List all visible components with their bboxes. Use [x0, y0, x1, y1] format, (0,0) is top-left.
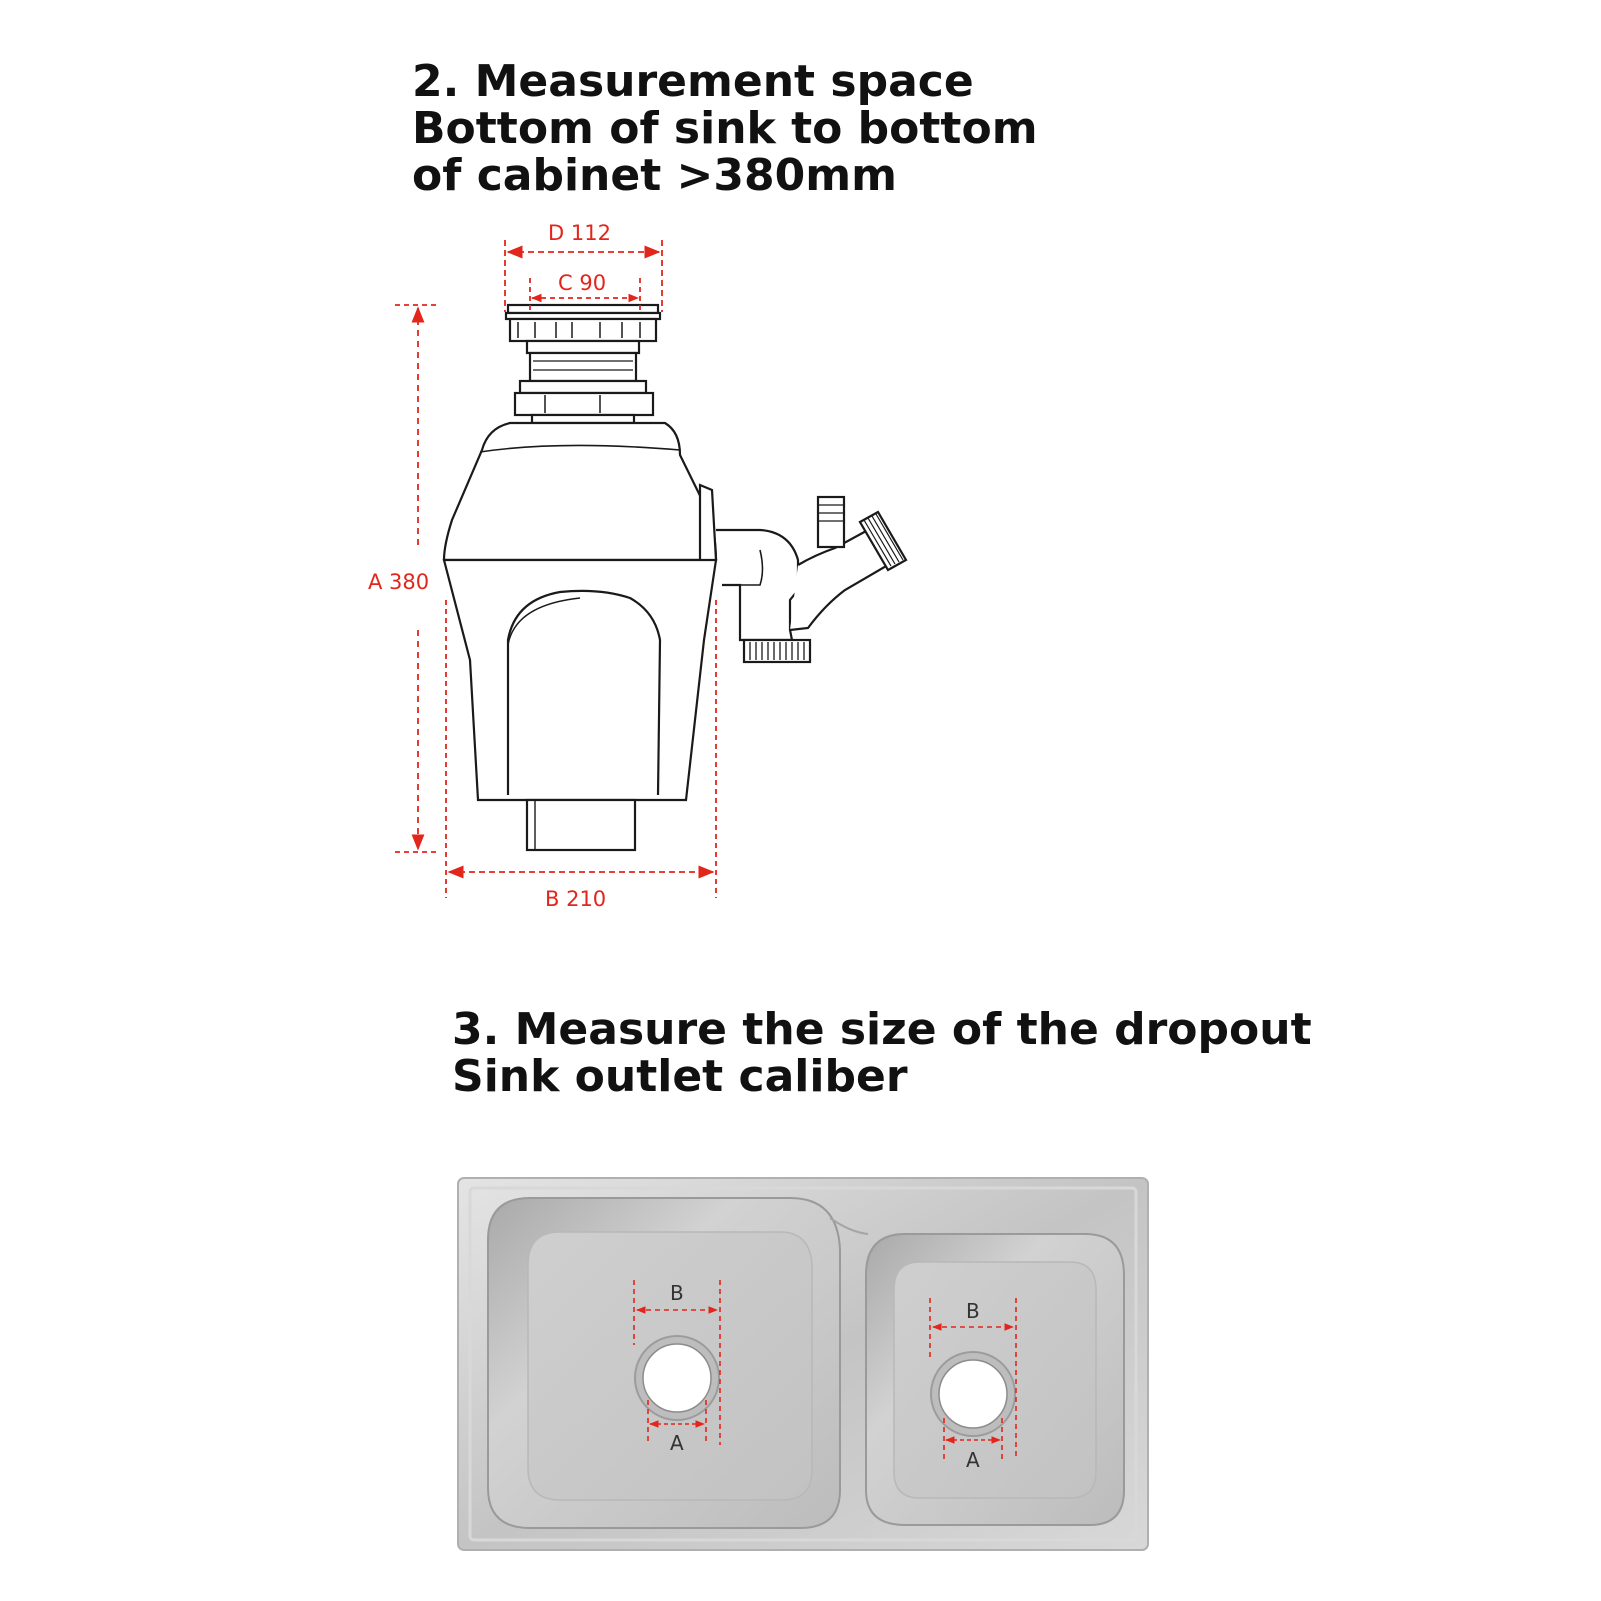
section-3-line-1: 3. Measure the size of the dropout: [452, 1004, 1312, 1055]
right-a-label: A: [966, 1448, 980, 1472]
left-a-label: A: [670, 1431, 684, 1455]
c-label: C 90: [558, 271, 606, 295]
left-b-label: B: [670, 1281, 684, 1305]
left-bowl: [487, 1197, 841, 1529]
right-bowl: [829, 1217, 1125, 1526]
section-2-heading: 2. Measurement space Bottom of sink to b…: [412, 58, 1038, 199]
sink-dimension-lines: [633, 1280, 1017, 1460]
a-label: A 380: [368, 570, 429, 594]
right-b-label: B: [966, 1299, 980, 1323]
section-2-line-1: 2. Measurement space: [412, 56, 974, 107]
dimension-lines: [395, 240, 717, 898]
d-label: D 112: [548, 221, 611, 245]
section-3-line-2: Sink outlet caliber: [452, 1051, 908, 1102]
b-label: B 210: [545, 887, 606, 911]
right-drain-hole: [938, 1359, 1008, 1429]
disposer-illustration: [442, 303, 908, 852]
section-2-line-3: of cabinet >380mm: [412, 150, 897, 201]
section-3-heading: 3. Measure the size of the dropout Sink …: [452, 1006, 1312, 1100]
left-drain-hole: [642, 1343, 712, 1413]
double-sink: [457, 1177, 1149, 1551]
section-2-line-2: Bottom of sink to bottom: [412, 103, 1038, 154]
